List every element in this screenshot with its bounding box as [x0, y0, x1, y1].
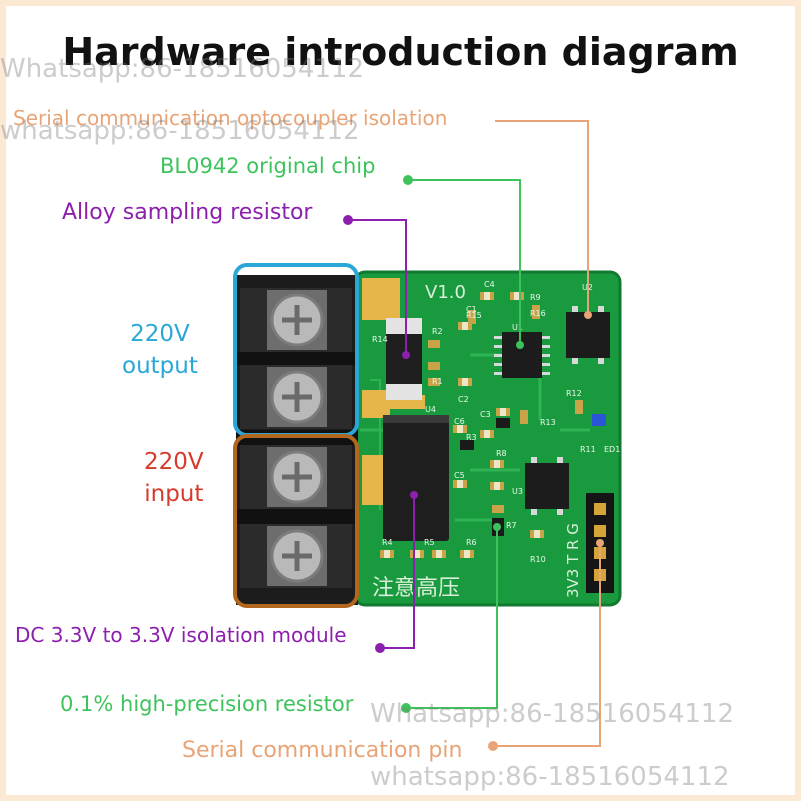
component-ref-r15: R15 [466, 311, 482, 320]
header-pin-labels: 3V3 T R G [564, 523, 582, 598]
input-highlight-box [233, 434, 359, 608]
leader-precision-resistor [406, 527, 498, 709]
leader-isolation-module [380, 495, 415, 649]
optocoupler-u2 [566, 306, 610, 364]
leader-serial-pin [493, 543, 601, 747]
component-ref-r1: R1 [432, 377, 443, 386]
watermark-2: whatsapp:86-18516054112 [0, 116, 360, 146]
diagram-title: Hardware introduction diagram [62, 30, 739, 74]
led-ed1 [592, 414, 606, 426]
board-version: V1.0 [425, 282, 466, 303]
component-ref-c6: C6 [454, 417, 465, 426]
label-isolation-module: DC 3.3V to 3.3V isolation module [15, 623, 347, 647]
component-ref-r3: R3 [466, 433, 477, 442]
label-output: 220V output [122, 321, 198, 379]
component-ref-c2: C2 [458, 395, 469, 404]
smd-black-r13 [496, 418, 510, 428]
component-ref-ed1: ED1 [604, 445, 620, 454]
component-ref-r6: R6 [466, 538, 477, 547]
label-input: 220V input [144, 449, 204, 507]
component-ref-r9: R9 [530, 293, 541, 302]
label-chip: BL0942 original chip [160, 154, 376, 178]
watermark-3: Whatsapp:86-18516054112 [370, 699, 734, 729]
leader-optocoupler [495, 120, 589, 315]
component-ref-r11: R11 [580, 445, 596, 454]
leader-alloy-resistor [348, 219, 407, 355]
label-serial-pin: Serial communication pin [182, 738, 463, 763]
label-precision-resistor: 0.1% high-precision resistor [60, 692, 354, 716]
screw-1 [267, 290, 327, 350]
alloy-resistor-cap-top [386, 318, 422, 334]
watermark-4: whatsapp:86-18516054112 [370, 762, 730, 792]
component-ref-r10: R10 [530, 555, 546, 564]
component-ref-u3: U3 [512, 487, 523, 496]
pad-top [362, 278, 400, 320]
component-ref-c1: C1 [466, 305, 477, 314]
leader-chip [408, 179, 521, 345]
isolation-module-u4 [383, 415, 449, 541]
leader-lines [343, 120, 604, 751]
alloy-resistor-cap-bottom [386, 384, 422, 400]
label-optocoupler: Serial communication optocoupler isolati… [13, 106, 448, 130]
component-ref-c5: C5 [454, 471, 465, 480]
component-ref-r16: R16 [530, 309, 546, 318]
pcb-traces [360, 353, 590, 522]
component-ref-r8: R8 [496, 449, 507, 458]
terminal-blocks [236, 275, 358, 605]
component-ref-r5: R5 [424, 538, 435, 547]
bl0942-chip-body [502, 332, 542, 378]
component-ref-r7: R7 [506, 521, 517, 530]
optocoupler-u2-body [566, 312, 610, 358]
screw-4 [267, 526, 327, 586]
bl0942-chip-pins [494, 336, 550, 375]
label-alloy-resistor: Alloy sampling resistor [62, 200, 313, 225]
component-ref-u4: U4 [425, 405, 436, 414]
bl0942-chip-part [494, 332, 550, 378]
smd-passives [380, 292, 606, 558]
component-ref-r4: R4 [382, 538, 393, 547]
smd-black-r3 [460, 440, 474, 450]
screw-3 [267, 447, 327, 507]
component-ref-c3: C3 [480, 410, 491, 419]
component-ref-r12: R12 [566, 389, 582, 398]
component-ref-r13: R13 [540, 418, 556, 427]
pad-bottom [362, 455, 384, 505]
watermark-1: Whatsapp:86-18516054112 [0, 54, 364, 84]
board-warning: 注意高压 [372, 576, 460, 601]
isolation-module-top-edge [383, 415, 449, 423]
alloy-resistor-part [386, 318, 422, 400]
optocoupler-u3 [525, 457, 569, 515]
component-ref-c4: C4 [484, 280, 495, 289]
component-ref-r2: R2 [432, 327, 443, 336]
optocoupler-u3-body [525, 463, 569, 509]
alloy-resistor-body [386, 334, 422, 384]
screw-2 [267, 367, 327, 427]
component-ref-r14: R14 [372, 335, 388, 344]
component-ref-u1: U1 [512, 323, 523, 332]
